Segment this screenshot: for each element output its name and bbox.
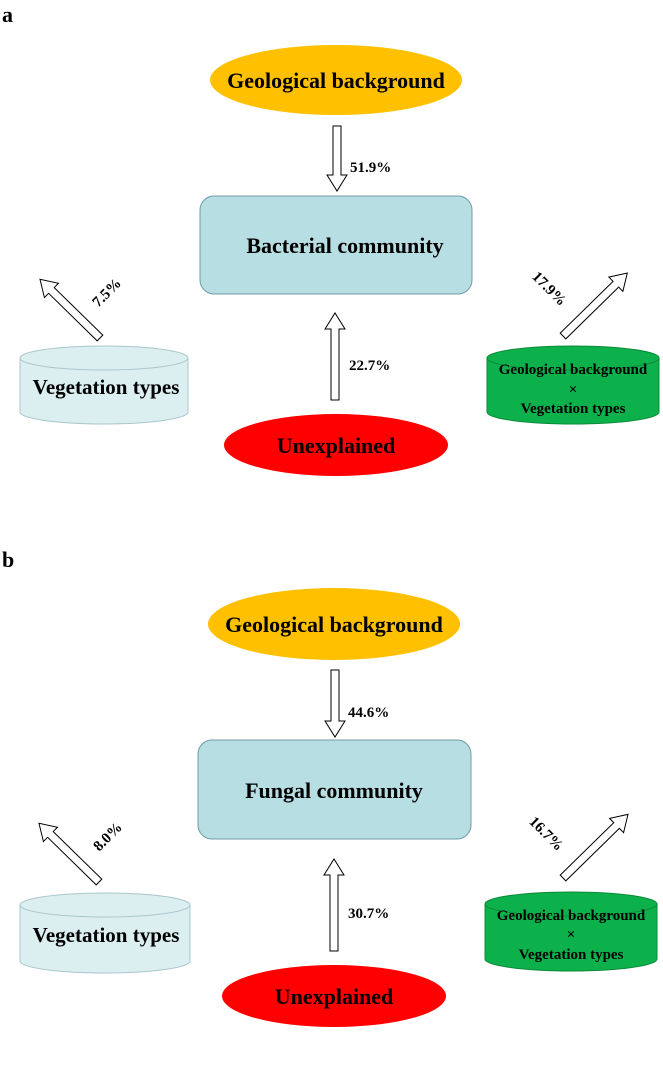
community-label: Bacterial community — [246, 233, 443, 258]
arrow-vegetation-to-community — [38, 822, 103, 886]
interaction-symbol: × — [569, 382, 578, 398]
pct-geological: 44.6% — [348, 705, 389, 721]
arrow-interaction-to-community — [559, 813, 629, 882]
pct-interaction: 17.9% — [529, 269, 569, 309]
unexplained-node — [224, 414, 448, 476]
interaction-label-line1: Geological background — [499, 362, 648, 378]
pct-unexplained: 30.7% — [348, 906, 389, 922]
panel-label: b — [2, 547, 14, 572]
arrow-vegetation-to-community — [39, 278, 104, 342]
vegetation-types-label: Vegetation types — [33, 923, 180, 947]
arrow-unexplained-to-community — [323, 858, 345, 952]
interaction-symbol: × — [567, 927, 576, 943]
vegetation-types-node — [19, 345, 189, 425]
interaction-label-line2: Vegetation types — [519, 947, 624, 963]
panel-label: a — [2, 2, 13, 27]
unexplained-label: Unexplained — [277, 433, 396, 458]
pct-interaction: 16.7% — [526, 814, 566, 854]
diagram-b: b Geological background Fungal community… — [2, 547, 658, 1027]
vegetation-types-node — [19, 892, 191, 974]
pct-unexplained: 22.7% — [349, 358, 390, 374]
arrow-geological-to-community — [324, 669, 346, 738]
community-node — [197, 739, 472, 840]
geological-background-label: Geological background — [227, 68, 445, 93]
geological-background-node — [208, 588, 460, 660]
geological-background-label: Geological background — [225, 612, 443, 637]
panel-b: b Geological background Fungal community… — [0, 545, 663, 1065]
panel-a: a Geological background Bacterial commun… — [0, 0, 663, 520]
interaction-label-line1: Geological background — [497, 908, 646, 924]
interaction-node — [486, 345, 660, 425]
unexplained-node — [222, 965, 446, 1027]
community-label: Fungal community — [245, 778, 423, 803]
community-node — [199, 195, 473, 295]
arrow-unexplained-to-community — [324, 312, 346, 401]
pct-geological: 51.9% — [350, 160, 391, 176]
pct-vegetation: 8.0% — [91, 820, 126, 855]
unexplained-label: Unexplained — [275, 984, 394, 1009]
interaction-node — [484, 891, 658, 972]
pct-vegetation: 7.5% — [90, 276, 125, 311]
diagram-a: a Geological background Bacterial commun… — [2, 2, 660, 476]
arrow-interaction-to-community — [559, 272, 628, 340]
vegetation-types-label: Vegetation types — [33, 375, 180, 399]
arrow-geological-to-community — [326, 125, 348, 192]
interaction-label-line2: Vegetation types — [521, 401, 626, 417]
geological-background-node — [210, 45, 462, 115]
